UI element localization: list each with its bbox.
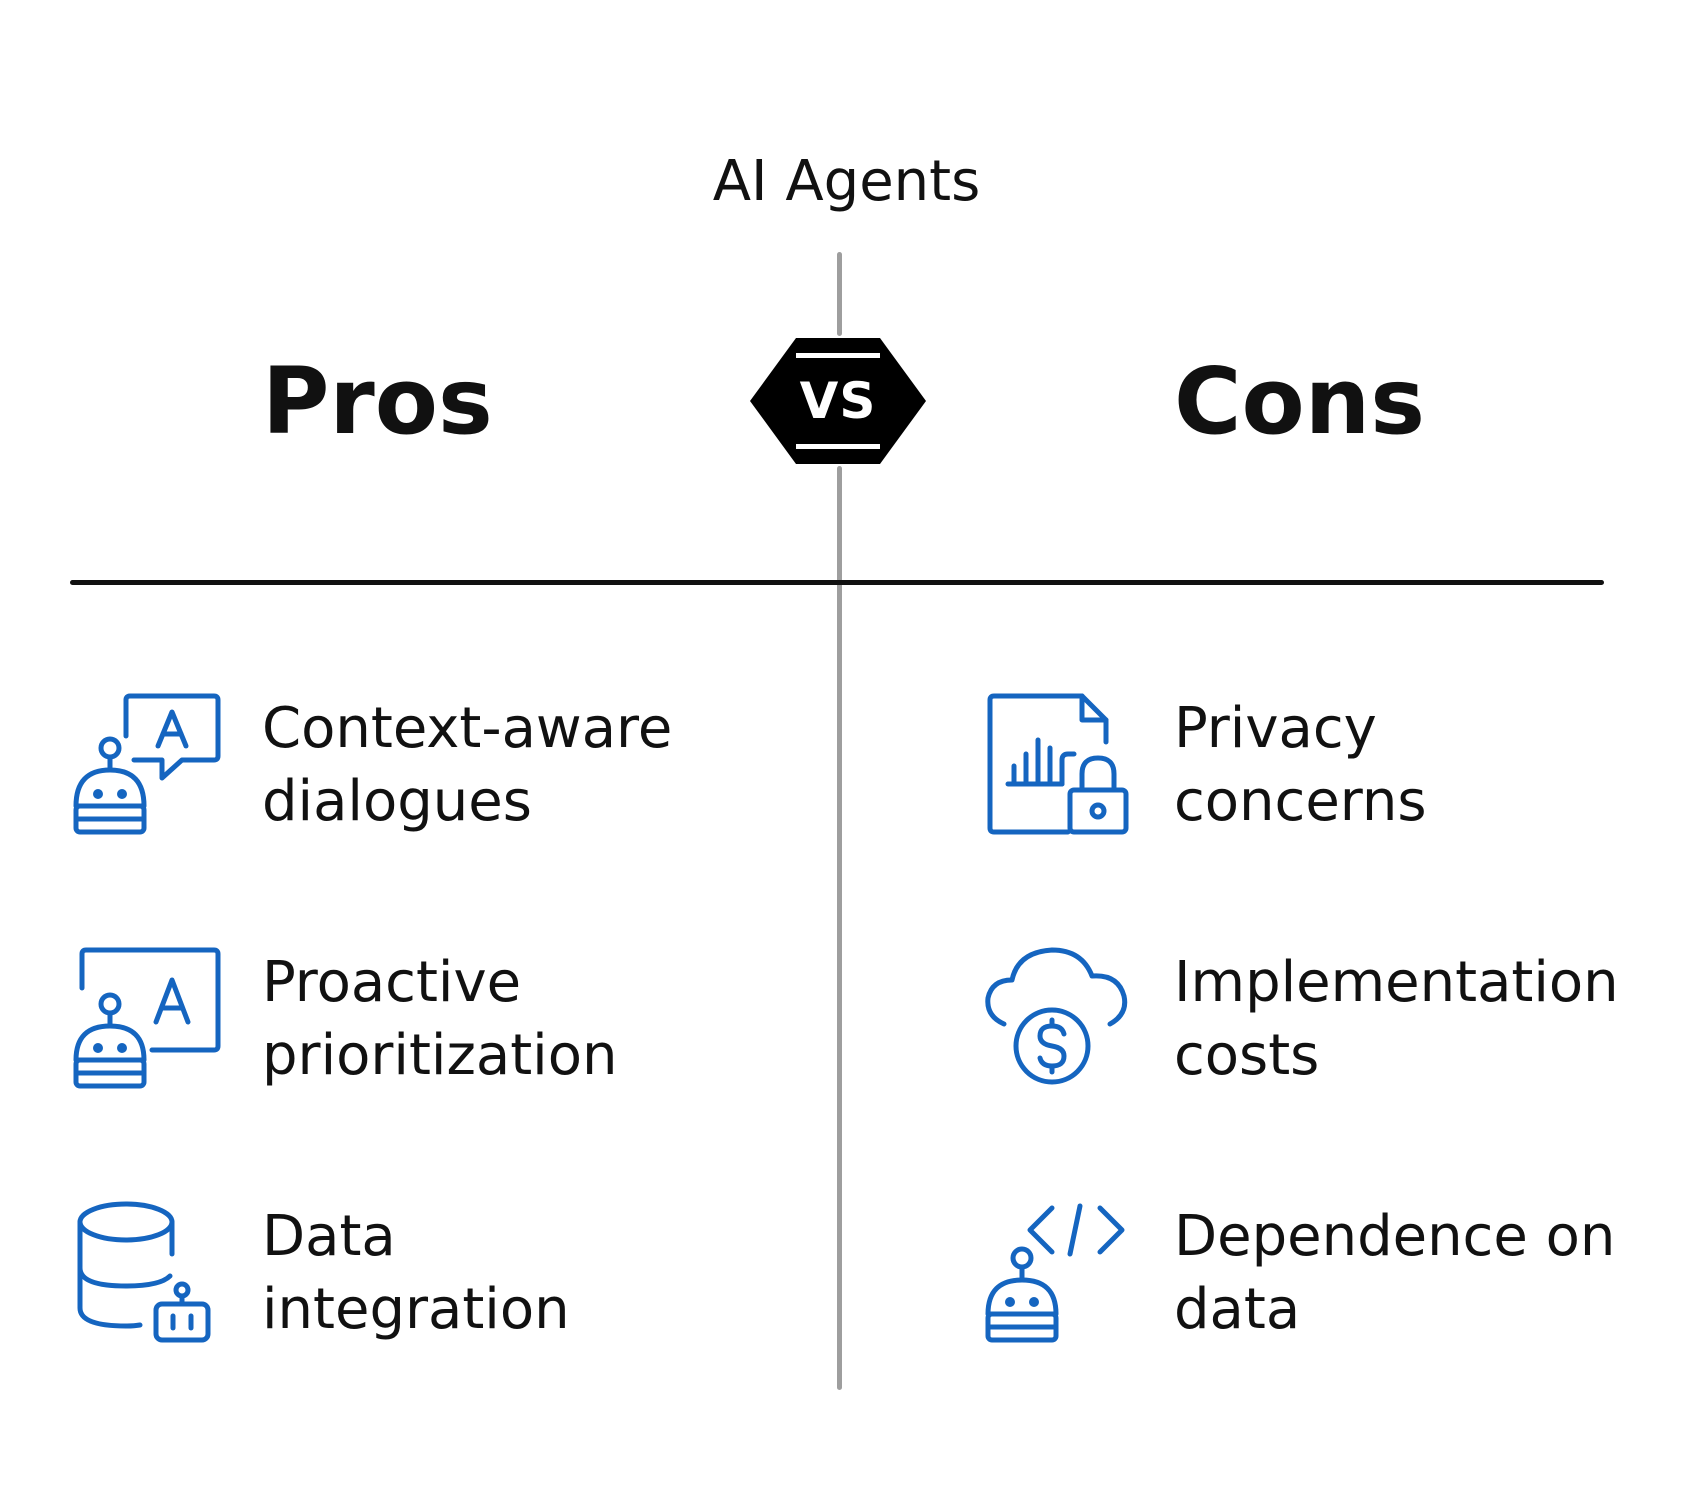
pros-item-1-line1: Context-aware [262,696,673,761]
database-robot-icon [70,1196,222,1348]
cons-heading: Cons [1174,348,1425,455]
cons-item-2-line2: costs [1174,1023,1320,1088]
robot-board-icon [70,942,222,1094]
pros-item-2-line2: prioritization [262,1023,618,1088]
pros-item-2-line1: Proactive [262,950,522,1015]
cons-item-1-line2: concerns [1174,769,1427,834]
cons-item-2-line1: Implementation [1174,950,1619,1015]
cloud-dollar-icon [982,942,1134,1094]
vs-badge [750,338,926,464]
cons-item-1-line1: Privacy [1174,696,1377,761]
pros-item-3-line1: Data [262,1204,396,1269]
center-divider-bottom [837,466,842,1390]
cons-item-3-line1: Dependence on [1174,1204,1616,1269]
header-divider [70,580,1604,585]
robot-chat-icon [70,688,222,840]
page-title: AI Agents [712,149,981,214]
document-lock-icon [982,688,1134,840]
cons-item-3-text: Dependence on data [1174,1200,1615,1346]
pros-item-1-line2: dialogues [262,769,532,834]
vs-label: VS [799,372,877,430]
cons-item-3-line2: data [1174,1277,1301,1342]
pros-item-3-line2: integration [262,1277,570,1342]
robot-code-icon [982,1196,1134,1348]
pros-item-1-text: Context-aware dialogues [262,692,672,838]
cons-item-2-text: Implementation costs [1174,946,1619,1092]
vs-badge-shape [750,338,926,464]
cons-item-1-text: Privacy concerns [1174,692,1427,838]
pros-item-3-text: Data integration [262,1200,570,1346]
center-divider-top [837,252,842,336]
pros-item-2-text: Proactive prioritization [262,946,617,1092]
pros-heading: Pros [262,348,493,455]
